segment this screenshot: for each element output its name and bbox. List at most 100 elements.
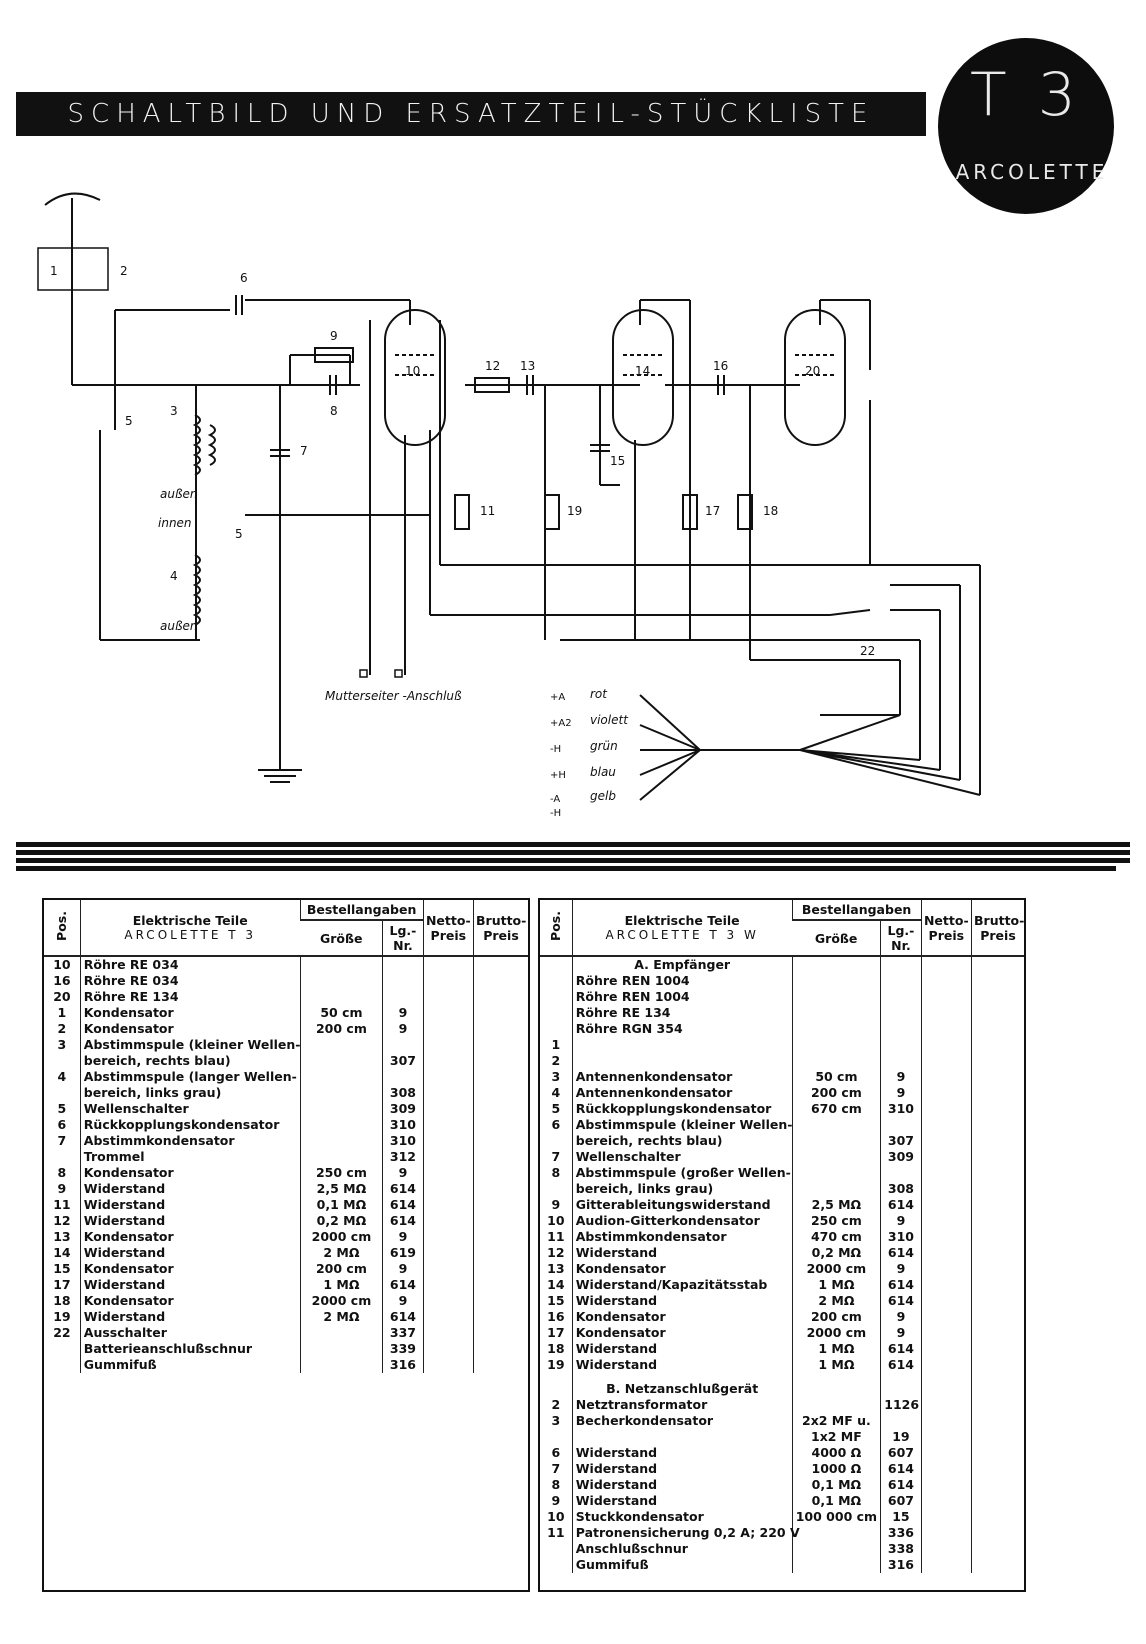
pos-cell [540,1429,572,1445]
bottom-connector-label: Mutterseiter -Anschluß [325,689,462,703]
brutto-cell [971,1069,1024,1085]
table-row: Röhre REN 1004 [540,973,1024,989]
size-cell: 50 cm [299,1005,383,1021]
part-label-14: 14 [635,364,650,378]
desc-cell: Anschlußschnur [571,1541,793,1557]
desc-cell: Stuckkondensator [571,1509,793,1525]
brutto-cell [473,1357,528,1373]
lgnr-cell [382,956,424,973]
part-label-5a: 5 [125,414,133,428]
lgnr-cell [880,1117,922,1133]
lgnr-cell: 312 [382,1149,424,1165]
desc-cell: Widerstand [79,1277,301,1293]
brutto-cell [971,1461,1024,1477]
netto-cell [920,1413,972,1429]
brutto-cell [971,956,1024,973]
tube-20 [784,309,846,446]
netto-cell [422,1341,474,1357]
pos-cell: 19 [53,1309,71,1324]
netto-cell [422,1037,474,1053]
col-lgnr: Lg.-Nr. [382,920,424,957]
brutto-cell [971,1309,1024,1325]
brutto-cell [473,1037,528,1053]
brutto-cell [473,956,528,973]
table-row: 1 [540,1037,1024,1053]
lgnr-cell: 9 [880,1069,922,1085]
desc-cell [571,1037,793,1053]
netto-cell [920,1373,972,1381]
netto-cell [920,1293,972,1309]
pos-cell: 9 [57,1181,67,1196]
netto-cell [422,956,474,973]
lgnr-cell: 316 [880,1557,922,1573]
section-row: B. Netzanschlußgerät [540,1381,1024,1397]
pos-cell: 2 [551,1397,561,1412]
pos-cell [540,973,572,989]
brutto-cell [473,1165,528,1181]
desc-cell: Kondensator [571,1325,793,1341]
desc-cell: Widerstand [571,1477,793,1493]
brutto-cell [971,1229,1024,1245]
table-row: Röhre RE 134 [540,1005,1024,1021]
lgnr-cell: 614 [880,1357,922,1373]
netto-cell [422,1197,474,1213]
pos-cell [540,956,572,973]
pos-cell [540,1541,572,1557]
desc-cell: Kondensator [79,1165,301,1181]
terminal-pin-6: -H [550,808,561,819]
col-netto: Netto-Preis [422,900,474,957]
lgnr-cell: 614 [382,1277,424,1293]
antenna-symbol [44,192,101,218]
desc-cell: Kondensator [79,1229,301,1245]
pos-cell: 10 [547,1213,565,1228]
desc-cell: Kondensator [571,1309,793,1325]
col-netto: Netto-Preis [920,900,972,957]
lgnr-cell: 9 [880,1325,922,1341]
netto-cell [920,989,972,1005]
desc-cell: Rückkopplungskondensator [79,1117,301,1133]
brutto-cell [971,1277,1024,1293]
lgnr-cell: 316 [382,1357,424,1373]
desc-cell: Widerstand [571,1357,793,1373]
lgnr-cell [880,1165,922,1181]
brutto-cell [971,1509,1024,1525]
lgnr-cell [880,1413,922,1429]
pos-cell: 12 [547,1245,565,1260]
desc-cell: Wellenschalter [79,1101,301,1117]
netto-cell [920,956,972,973]
size-cell [791,1557,881,1573]
lgnr-cell: 310 [880,1101,922,1117]
brutto-cell [971,1397,1024,1413]
desc-cell: Abstimmspule (kleiner Wellen- [79,1037,301,1053]
part-label-6: 6 [240,271,248,285]
lgnr-cell [880,1005,922,1021]
table-row: bereich, links grau)308 [540,1181,1024,1197]
netto-cell [920,1069,972,1085]
size-cell [791,1053,881,1069]
pos-cell [540,1021,572,1037]
brutto-cell [971,1493,1024,1509]
netto-cell [920,1165,972,1181]
brutto-cell [971,1053,1024,1069]
coil-label-outer-1: außen [160,487,198,501]
table-row: bereich, links grau)308 [44,1085,528,1101]
pos-cell: 10 [53,957,71,972]
size-cell [299,956,383,973]
lgnr-cell: 1126 [880,1397,922,1413]
desc-cell: bereich, links grau) [79,1085,301,1101]
desc-cell: Trommel [79,1149,301,1165]
pos-cell [44,1149,80,1165]
size-cell: 670 cm [791,1101,881,1117]
desc-cell: Widerstand [79,1309,301,1325]
col-group: Bestellangaben [791,900,922,921]
